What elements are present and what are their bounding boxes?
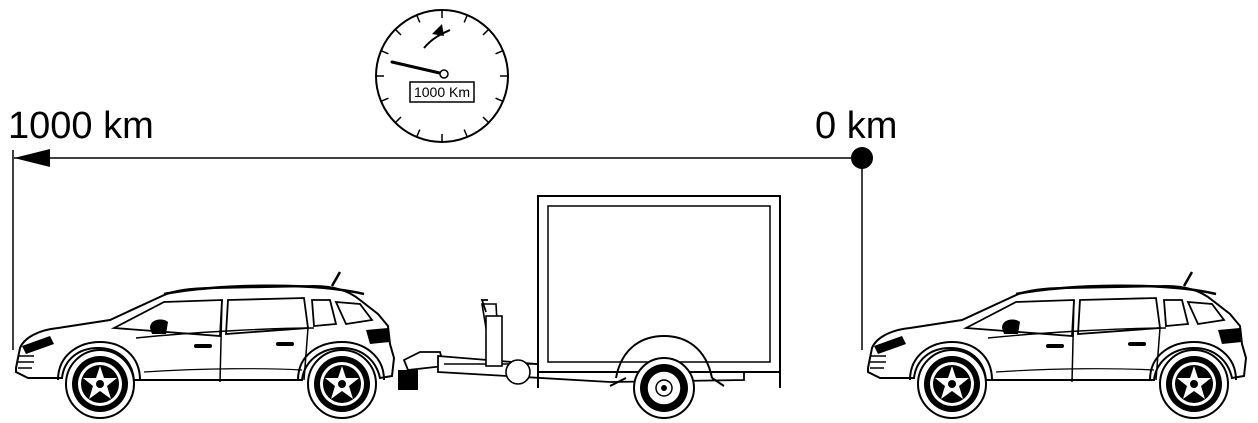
speedometer-icon: 1000 Km: [375, 9, 509, 143]
odometer-readout: 1000 Km: [414, 84, 470, 100]
gauge-tick: [416, 14, 421, 23]
gauge-tick: [416, 129, 421, 138]
gauge-tick: [463, 14, 468, 23]
towing-suv-icon: [14, 270, 396, 420]
gauge-tick: [482, 28, 490, 36]
gauge-tick: [482, 116, 490, 124]
arrow-head-icon: [14, 149, 50, 167]
gauge-tick: [495, 50, 504, 55]
gauge-tick: [394, 116, 402, 124]
gauge-tick: [394, 28, 402, 36]
suv-car-icon: [866, 270, 1248, 420]
start-distance-label: 0 km: [815, 105, 897, 147]
box-trailer-icon: [398, 195, 781, 419]
gauge-tick: [380, 50, 389, 55]
gauge-tick: [463, 129, 468, 138]
gauge-tick: [380, 97, 389, 102]
end-distance-label: 1000 km: [8, 105, 154, 147]
gauge-tick: [495, 97, 504, 102]
